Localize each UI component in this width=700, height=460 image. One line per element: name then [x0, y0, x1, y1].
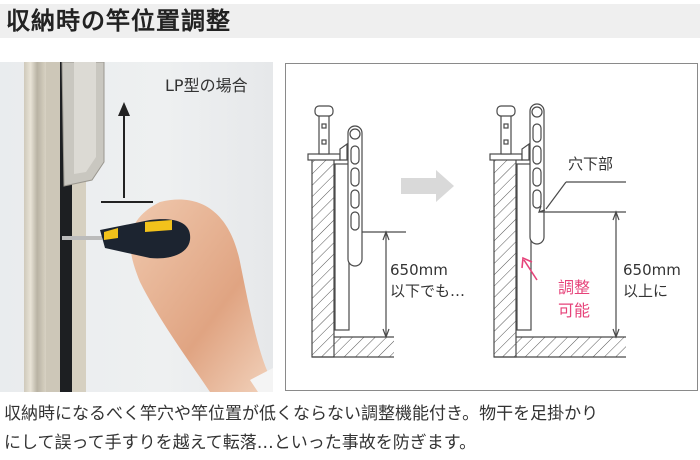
- adjustable-line2: 可能: [558, 301, 591, 320]
- description-line-2: にして誤って手すりを越えて転落…といった事故を防ぎます。: [4, 433, 477, 453]
- pole-diagram-drawing: [307, 103, 626, 358]
- after-note: 以上に: [623, 282, 669, 300]
- description-text: 収納時になるべく竿穴や竿位置が低くならない調整機能付き。物干を足掛かり にして誤…: [4, 400, 700, 458]
- description-line-1: 収納時になるべく竿穴や竿位置が低くならない調整機能付き。物干を足掛かり: [4, 404, 599, 424]
- hole-bottom-label: 穴下部: [568, 155, 614, 173]
- adjustable-line1: 調整: [558, 278, 591, 297]
- before-measure: 650mm 以下でも…: [390, 260, 465, 302]
- after-measure: 650mm 以上に: [623, 260, 681, 302]
- section-header: 収納時の竿位置調整: [0, 4, 700, 38]
- after-measure-value: 650mm: [623, 261, 681, 279]
- model-label: LP型の場合: [165, 76, 248, 95]
- before-note: 以下でも…: [390, 282, 466, 300]
- before-measure-value: 650mm: [390, 261, 448, 279]
- adjustment-photo: LP型の場合: [0, 62, 273, 392]
- adjustable-label: 調整可能: [558, 276, 590, 322]
- position-diagram: 650mm 以下でも… 穴下部 650mm 以上に 調整可能: [285, 63, 698, 391]
- page-title: 収納時の竿位置調整: [6, 7, 231, 35]
- photo-illustration: [24, 62, 273, 392]
